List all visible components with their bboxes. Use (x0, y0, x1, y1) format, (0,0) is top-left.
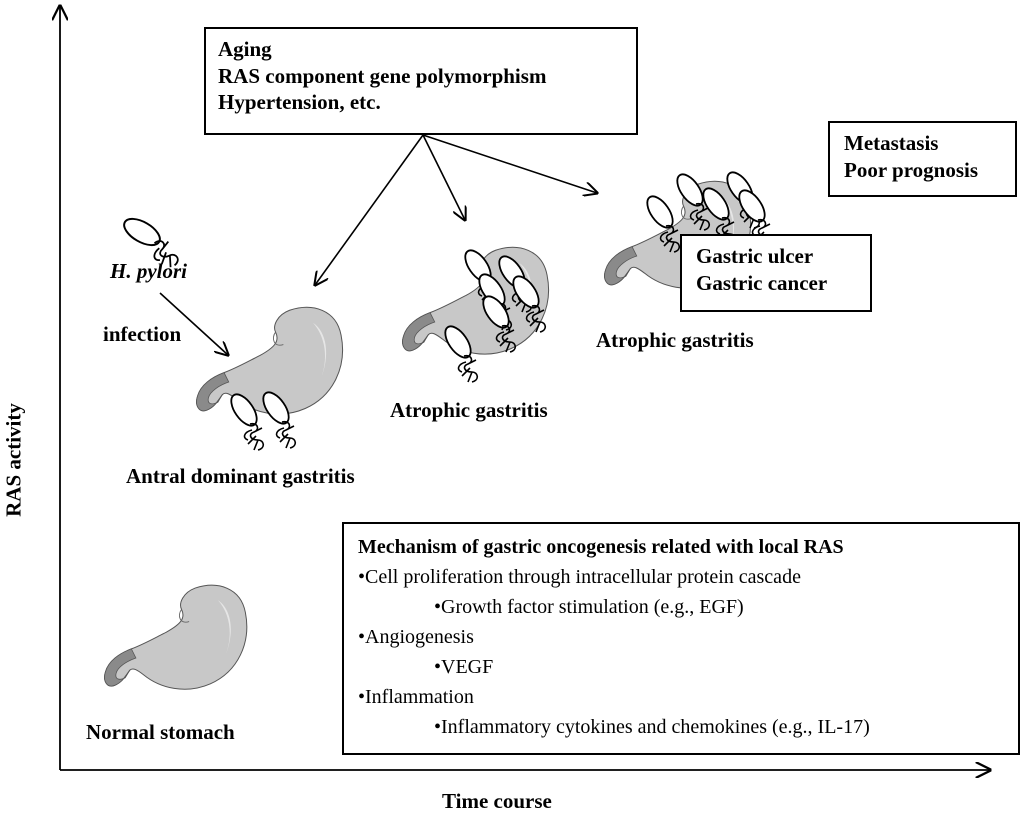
factor-arrows (315, 134, 597, 285)
outcome-prognosis: Poor prognosis (844, 157, 978, 182)
risk-factor-hypertension: Hypertension, etc. (218, 90, 381, 115)
atrophic-gastritis-label: Atrophic gastritis (390, 398, 548, 422)
x-axis-label: Time course (442, 789, 552, 813)
mechanism-subitem: •VEGF (434, 656, 494, 678)
infection-label: infection (103, 322, 182, 346)
risk-factor-aging: Aging (218, 37, 272, 61)
ulcer-cancer-box: Gastric ulcer Gastric cancer (680, 234, 872, 312)
stomach-icon (104, 584, 248, 690)
outcome-metastasis: Metastasis (844, 131, 939, 155)
mechanism-subitem: •Growth factor stimulation (e.g., EGF) (434, 596, 744, 618)
mechanism-subitem: •Inflammatory cytokines and chemokines (… (434, 716, 870, 738)
antral-gastritis-label: Antral dominant gastritis (126, 464, 355, 488)
gastric-ulcer-label: Gastric ulcer (696, 244, 814, 268)
infection-arrow (159, 292, 228, 355)
gastric-cancer-label: Gastric cancer (696, 270, 828, 295)
y-axis-label: RAS activity (1, 403, 26, 517)
mechanism-title: Mechanism of gastric oncogenesis related… (358, 536, 844, 558)
mechanism-item: •Angiogenesis (358, 626, 474, 648)
mechanism-item: •Inflammation (358, 686, 474, 708)
mechanism-item: •Cell proliferation through intracellula… (358, 566, 801, 588)
mechanism-box: Mechanism of gastric oncogenesis related… (342, 522, 1020, 755)
outcome-box: Metastasis Poor prognosis (828, 121, 1017, 197)
atrophic-gastritis-label-2: Atrophic gastritis (596, 328, 754, 352)
risk-factors-box: Aging RAS component gene polymorphism Hy… (204, 27, 638, 135)
normal-stomach-label: Normal stomach (86, 720, 235, 744)
risk-factor-polymorphism: RAS component gene polymorphism (218, 63, 547, 88)
h-pylori-label: H. pylori (110, 259, 187, 283)
